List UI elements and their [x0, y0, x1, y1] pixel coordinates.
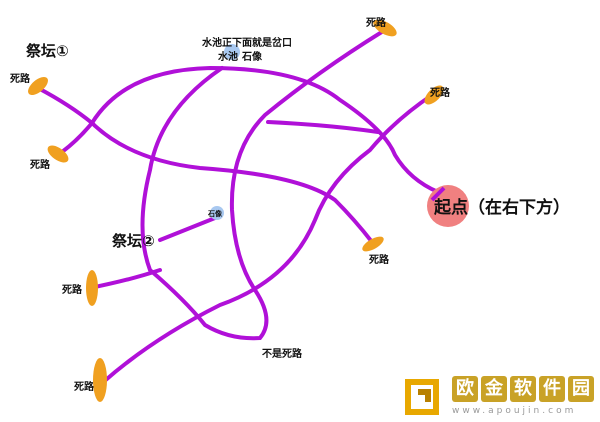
- path-left-deadend: [88, 268, 162, 290]
- watermark-name: 欧 金 软 件 园: [452, 376, 594, 402]
- dead-end-marker: [93, 358, 107, 402]
- watermark-char: 金: [481, 376, 507, 402]
- dead-end-label: 死路: [366, 18, 386, 29]
- dead-end-marker: [47, 145, 69, 163]
- watermark-char: 园: [568, 376, 594, 402]
- path-middle: [90, 121, 374, 244]
- path-diagonal: [98, 93, 434, 387]
- path-inner: [266, 120, 380, 134]
- pool-label: 水池: [218, 52, 238, 63]
- dead-end-marker: [373, 19, 397, 37]
- dead-end-label: 死路: [369, 255, 389, 266]
- dead-end-marker: [362, 236, 384, 252]
- watermark-char: 欧: [452, 376, 478, 402]
- pool-marker: [224, 44, 240, 60]
- pool-note-label: 水池正下面就是岔口: [202, 38, 292, 49]
- path-altar2: [158, 216, 217, 242]
- dead-end-marker: [424, 85, 444, 105]
- dead-end-label: 死路: [62, 285, 82, 296]
- dead-end-marker: [86, 270, 98, 306]
- statue2-label: 石像: [208, 210, 222, 218]
- dead-end-markers: [28, 19, 444, 402]
- altar2-label: 祭坛②: [112, 232, 155, 250]
- statue-marker: [210, 206, 224, 220]
- dead-end-label: 死路: [30, 160, 50, 171]
- altar1-label: 祭坛①: [26, 42, 69, 60]
- not-dead-end-label: 不是死路: [262, 349, 302, 360]
- dead-end-label: 死路: [10, 74, 30, 85]
- dead-end-label: 死路: [74, 382, 94, 393]
- statue-label: 石像: [242, 52, 262, 63]
- path-top-arc: [90, 65, 440, 194]
- dead-end-label: 死路: [430, 88, 450, 99]
- path-altar1-deadends: [36, 86, 95, 154]
- dead-end-marker: [28, 77, 48, 95]
- start-label: 起点（在右下方）: [434, 198, 570, 218]
- path-left-loop: [140, 28, 387, 341]
- watermark-char: 件: [539, 376, 565, 402]
- watermark-url: www.apoujin.com: [452, 406, 577, 416]
- watermark-logo-icon: [405, 379, 439, 415]
- start-marker: [430, 186, 446, 202]
- watermark-char: 软: [510, 376, 536, 402]
